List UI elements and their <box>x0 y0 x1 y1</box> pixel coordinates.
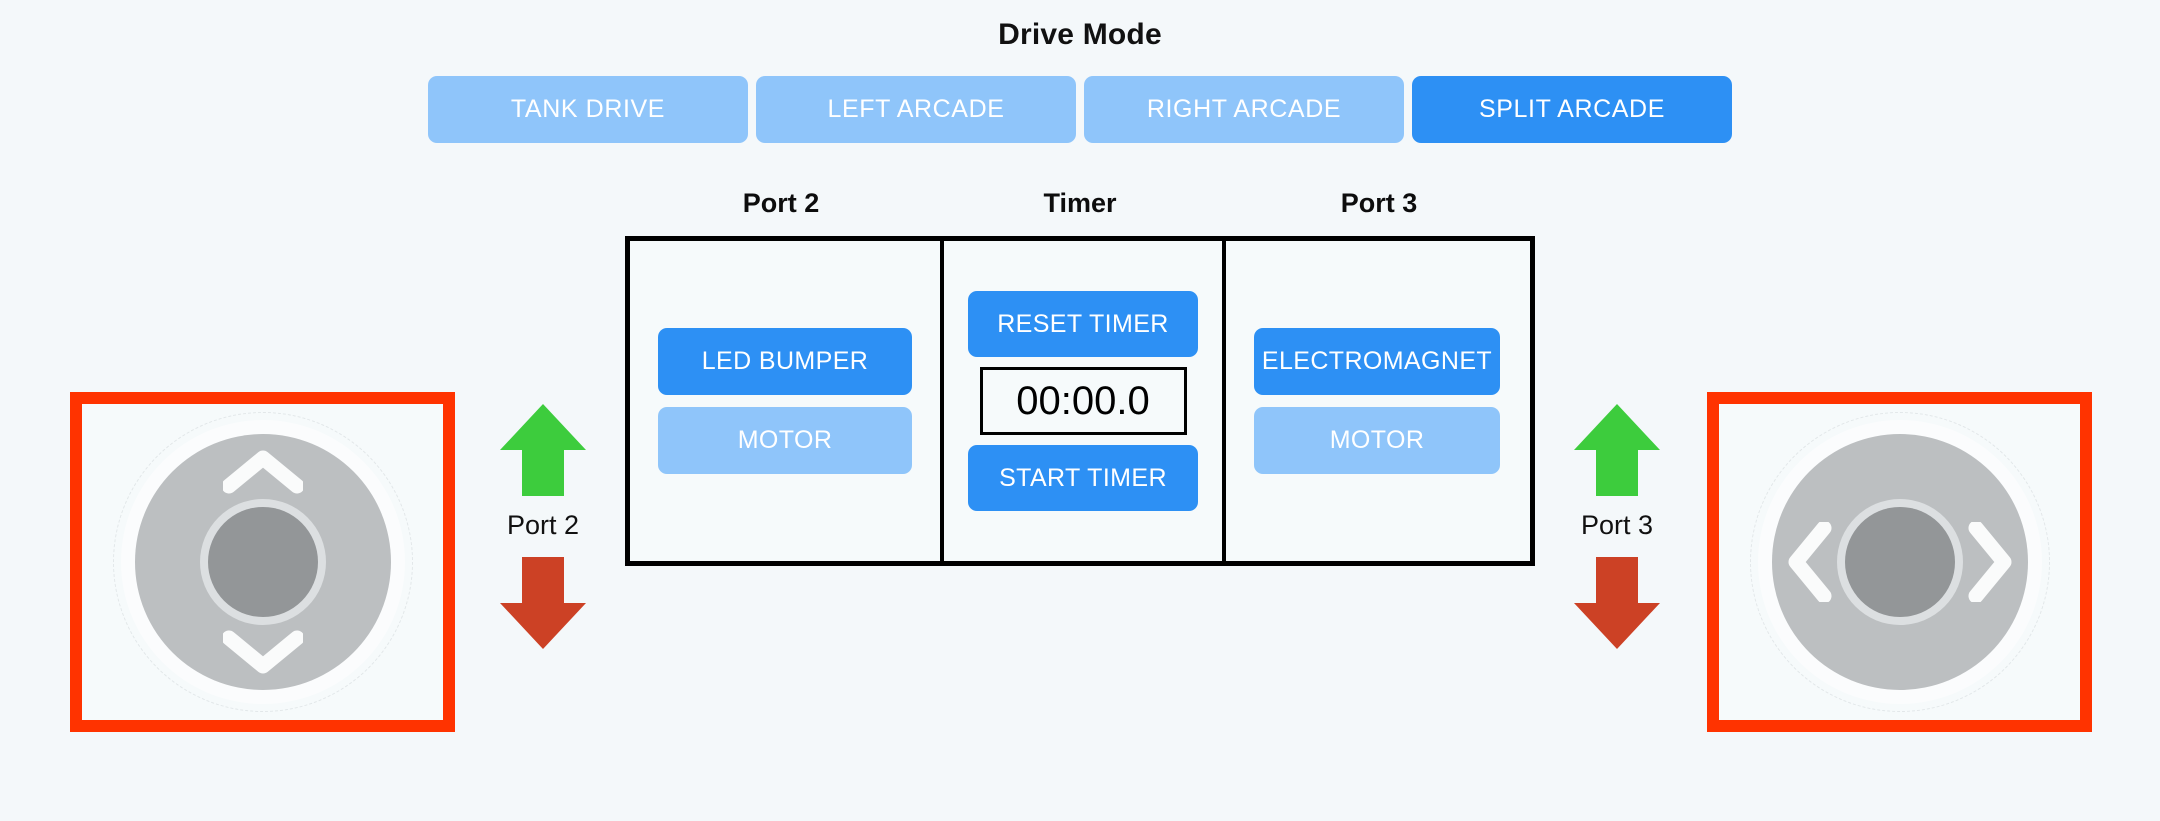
joystick-outline <box>1749 412 2050 712</box>
chevron-up-icon <box>222 448 303 494</box>
port3-arrow-label: Port 3 <box>1580 510 1654 540</box>
chevron-left-icon <box>1786 522 1832 602</box>
port2-column: LED BUMPER MOTOR <box>630 241 940 561</box>
port3-motor-button[interactable]: MOTOR <box>1254 407 1500 474</box>
timer-column: RESET TIMER 00:00.0 START TIMER <box>940 241 1226 561</box>
port3-column: ELECTROMAGNET MOTOR <box>1226 241 1528 561</box>
right-joystick[interactable] <box>1749 412 2050 712</box>
drive-mode-title: Drive Mode <box>998 18 1162 51</box>
drive-mode-right-arcade[interactable]: RIGHT ARCADE <box>1084 76 1404 143</box>
port2-motor-button[interactable]: MOTOR <box>658 407 912 474</box>
start-timer-button[interactable]: START TIMER <box>968 445 1198 511</box>
port3-arrow-controls: Port 3 <box>1552 400 1682 653</box>
port3-panel-label: Port 3 <box>1340 188 1418 218</box>
left-joystick[interactable] <box>112 412 413 712</box>
port2-panel-label: Port 2 <box>742 188 820 218</box>
port2-arrow-label: Port 2 <box>506 510 580 540</box>
timer-display: 00:00.0 <box>979 367 1187 435</box>
drive-mode-split-arcade[interactable]: SPLIT ARCADE <box>1412 76 1732 143</box>
led-bumper-button[interactable]: LED BUMPER <box>658 328 912 395</box>
joystick-knob[interactable] <box>207 507 318 617</box>
reset-timer-button[interactable]: RESET TIMER <box>968 291 1198 357</box>
electromagnet-button[interactable]: ELECTROMAGNET <box>1254 328 1500 395</box>
joystick-knob[interactable] <box>1844 507 1955 617</box>
drive-mode-tank-drive[interactable]: TANK DRIVE <box>428 76 748 143</box>
drive-mode-button-group: TANK DRIVE LEFT ARCADE RIGHT ARCADE SPLI… <box>0 76 2160 143</box>
timer-panel-label: Timer <box>1043 188 1117 218</box>
left-joystick-container[interactable] <box>70 392 455 732</box>
arrow-down-icon[interactable] <box>498 553 588 653</box>
arrow-up-icon[interactable] <box>498 400 588 500</box>
chevron-down-icon <box>222 630 303 676</box>
panel-header-labels: Port 2 Timer Port 3 <box>625 188 1535 219</box>
device-control-panel: LED BUMPER MOTOR RESET TIMER 00:00.0 STA… <box>625 236 1535 566</box>
drive-mode-left-arcade[interactable]: LEFT ARCADE <box>756 76 1076 143</box>
arrow-up-icon[interactable] <box>1572 400 1662 500</box>
joystick-outline <box>112 412 413 712</box>
port2-arrow-controls: Port 2 <box>478 400 608 653</box>
arrow-down-icon[interactable] <box>1572 553 1662 653</box>
right-joystick-container[interactable] <box>1707 392 2092 732</box>
chevron-right-icon <box>1968 522 2014 602</box>
